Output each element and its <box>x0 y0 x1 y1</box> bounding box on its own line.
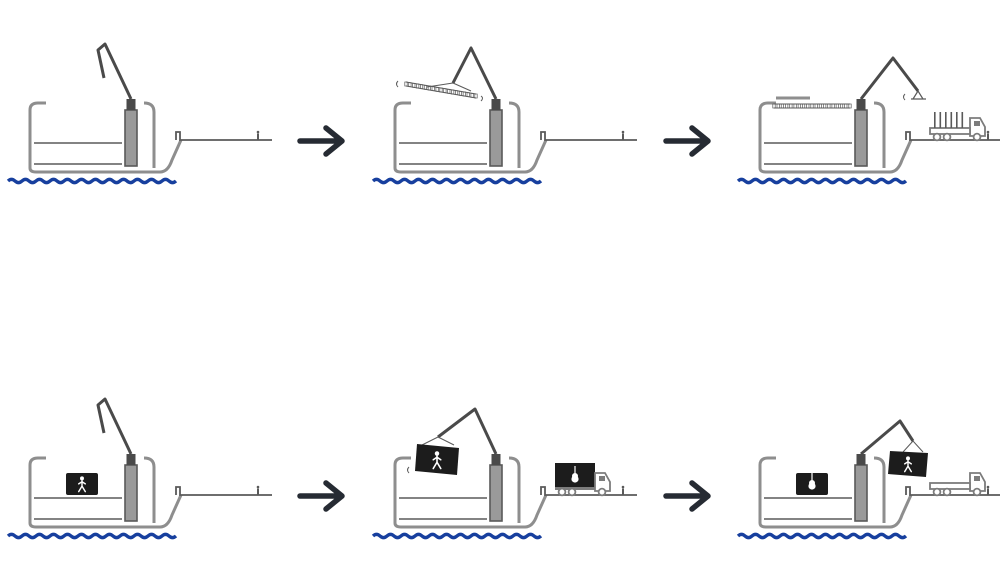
right-arrow <box>297 125 345 157</box>
person-icon <box>903 456 913 473</box>
person-icon <box>256 485 260 495</box>
crane-base <box>856 454 866 465</box>
hull-top-left <box>758 101 776 111</box>
guitar-icon <box>808 473 816 490</box>
hull-top-right <box>508 101 521 168</box>
truck-icon <box>929 472 986 497</box>
crane-icon <box>859 56 920 100</box>
crane-icon <box>451 46 498 100</box>
crane-base <box>126 99 136 110</box>
hull-outline <box>758 465 913 529</box>
person-icon <box>621 485 625 495</box>
quay <box>175 486 272 496</box>
person-icon <box>77 476 87 493</box>
person-icon <box>986 485 990 495</box>
truss-beam <box>772 103 852 109</box>
panel-2 <box>371 46 637 185</box>
panel-1 <box>6 42 272 185</box>
wave-icon <box>6 532 178 540</box>
swing-mark <box>396 80 399 88</box>
hull-top-right <box>873 101 886 168</box>
crane-icon <box>860 419 915 456</box>
crane-tower <box>854 464 868 522</box>
crane-base <box>491 454 501 465</box>
sling <box>421 436 455 446</box>
crane-base <box>126 454 136 465</box>
person-icon <box>621 130 625 140</box>
truck-load <box>945 112 947 128</box>
quay <box>540 131 637 141</box>
crane-base <box>491 99 501 110</box>
truck-load <box>939 112 942 128</box>
hull-outline <box>28 110 183 174</box>
hook <box>911 90 926 100</box>
panel-4 <box>6 397 272 540</box>
crane-icon <box>96 397 133 455</box>
panel-6 <box>736 419 1000 540</box>
hull-top-left <box>28 101 46 111</box>
crane-tower <box>489 109 503 167</box>
wave-icon <box>371 177 543 185</box>
truck-load <box>934 112 936 128</box>
quay <box>905 131 1000 141</box>
hull-top-left <box>393 456 411 466</box>
sling <box>902 440 924 453</box>
person-icon <box>256 130 260 140</box>
swing-mark <box>903 93 906 101</box>
hull-top-left <box>758 456 776 466</box>
panel-3 <box>736 56 1000 185</box>
quay <box>905 486 1000 496</box>
hull-outline <box>393 465 548 529</box>
crane-icon <box>437 407 498 455</box>
right-arrow <box>663 480 711 512</box>
quay <box>175 131 272 141</box>
truck-load <box>956 112 958 128</box>
hull-top-right <box>143 456 156 523</box>
panel-5 <box>371 407 637 540</box>
hull-outline <box>393 110 548 174</box>
crane-tower <box>854 109 868 167</box>
wave-icon <box>736 177 908 185</box>
crane-tower <box>489 464 503 522</box>
hull-top-right <box>873 456 886 523</box>
truck-load <box>961 112 964 128</box>
crane-icon <box>96 42 133 100</box>
guitar-icon <box>571 466 579 483</box>
right-arrow <box>297 480 345 512</box>
hull-outline <box>28 465 183 529</box>
quay <box>540 486 637 496</box>
person-icon <box>986 130 990 140</box>
swing-mark <box>480 95 483 102</box>
truck-load <box>950 112 953 128</box>
crane-tower <box>124 464 138 522</box>
wave-icon <box>736 532 908 540</box>
swing-mark <box>407 466 410 474</box>
truck-icon <box>555 463 611 497</box>
wave-icon <box>371 532 543 540</box>
hull-outline <box>758 110 913 174</box>
hull-top-left <box>28 456 46 466</box>
wave-icon <box>6 177 178 185</box>
hull-top-right <box>508 456 521 523</box>
hull-top-right <box>143 101 156 168</box>
truck-icon <box>929 117 986 142</box>
truss-beam <box>404 81 478 99</box>
person-icon <box>432 451 442 470</box>
hull-top-left <box>393 101 411 111</box>
crane-base <box>856 99 866 110</box>
right-arrow <box>663 125 711 157</box>
crane-tower <box>124 109 138 167</box>
